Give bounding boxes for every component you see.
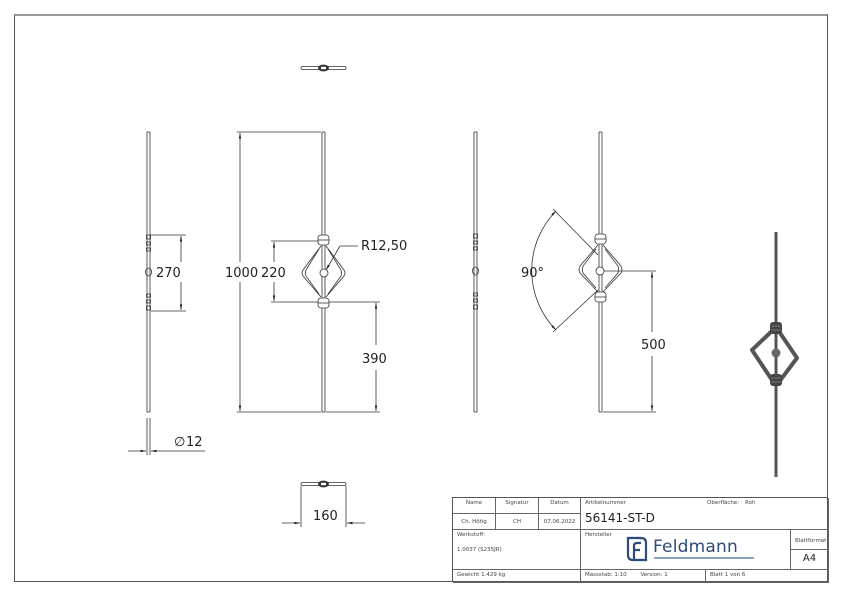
article-cell: Artikelnummer Oberfläche: Roh 56141-ST-D xyxy=(581,498,829,530)
scale: Massstab: 1:10 xyxy=(585,572,627,578)
article-label: Artikelnummer xyxy=(585,500,626,506)
side-view-left xyxy=(145,131,152,455)
dim-1000: 1000 xyxy=(225,266,258,281)
brand-name: Feldmann xyxy=(653,537,738,557)
surface-value: Roh xyxy=(745,500,756,506)
name-header: Name xyxy=(453,498,496,514)
dim-390: 390 xyxy=(362,352,387,367)
material-label: Werkstoff: xyxy=(457,532,485,538)
dim-radius: R12,50 xyxy=(361,239,407,254)
rotated-view xyxy=(578,131,623,413)
article-number: 56141-ST-D xyxy=(585,511,655,525)
format-label: Blattformat xyxy=(791,530,829,550)
signature-value: CH xyxy=(496,514,539,530)
isometric-render xyxy=(750,232,799,477)
dim-160: 160 xyxy=(313,509,338,524)
material-value: 1.0037 (S235JR) xyxy=(457,547,502,553)
brand-tagline xyxy=(654,557,754,559)
feldmann-logo: Feldmann xyxy=(625,536,785,562)
dim-angle: 90° xyxy=(521,266,544,281)
signature-header: Signatur xyxy=(496,498,539,514)
dim-diameter-symbol: ∅ xyxy=(174,435,185,450)
dim-500: 500 xyxy=(641,338,666,353)
feldmann-logo-icon xyxy=(626,536,648,562)
front-view xyxy=(301,131,346,413)
weight: Gewicht 1.429 kg xyxy=(453,570,581,583)
surface-label: Oberfläche: xyxy=(707,500,740,506)
side-view-right xyxy=(472,131,479,413)
version: Version: 1 xyxy=(640,572,668,578)
top-view xyxy=(300,64,347,72)
sheet-number: Blatt 1 von 6 xyxy=(706,570,829,583)
material-cell: Werkstoff: 1.0037 (S235JR) xyxy=(453,530,581,570)
drawing-frame xyxy=(14,14,828,582)
bottom-view xyxy=(300,480,347,488)
scale-version-cell: Massstab: 1:10 Version: 1 xyxy=(581,570,706,583)
dim-diameter: 12 xyxy=(186,435,203,450)
manufacturer-label: Hersteller xyxy=(585,532,612,538)
manufacturer-cell: Hersteller xyxy=(581,530,791,570)
format-value: A4 xyxy=(791,550,829,570)
name-value: Ch. Hötig xyxy=(453,514,496,530)
title-block: Name Signatur Datum Ch. Hötig CH 07.06.2… xyxy=(452,497,829,583)
dim-270: 270 xyxy=(156,266,181,281)
date-value: 07.06.2022 xyxy=(539,514,581,530)
date-header: Datum xyxy=(539,498,581,514)
dim-220: 220 xyxy=(261,266,286,281)
